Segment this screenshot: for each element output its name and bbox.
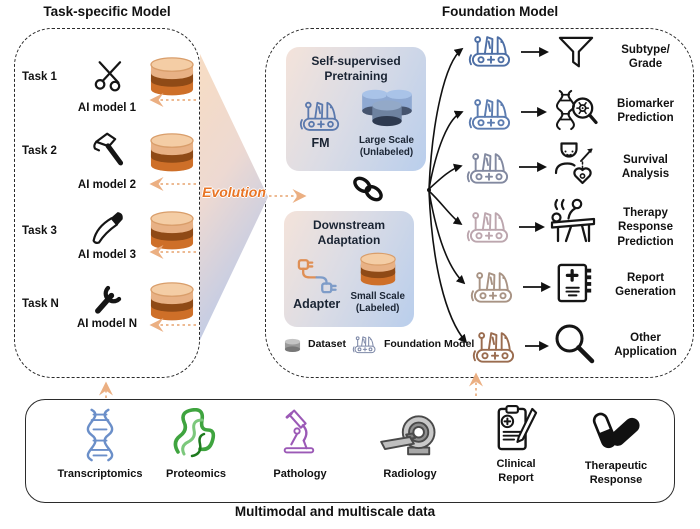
dataset-legend-label: Dataset bbox=[308, 338, 346, 350]
dataset-icon bbox=[146, 55, 198, 99]
dataset-icon bbox=[146, 280, 198, 324]
ai-model-2-label: AI model 2 bbox=[77, 179, 137, 191]
medical-report-icon bbox=[555, 261, 595, 305]
ai-model-3-label: AI model 3 bbox=[77, 249, 137, 261]
task-3-label: Task 3 bbox=[22, 225, 57, 237]
modality-label: Radiology bbox=[383, 468, 437, 480]
foundation-model-legend-icon bbox=[352, 333, 378, 355]
ai-model-n-label: AI model N bbox=[76, 318, 138, 330]
foundation-model-icon bbox=[464, 147, 514, 187]
left-panel-title: Task-specific Model bbox=[43, 4, 171, 19]
modality-label: Clinical Report bbox=[496, 458, 536, 484]
modality-label: Transcriptomics bbox=[57, 468, 143, 480]
therapy-table-icon bbox=[549, 197, 597, 243]
task-2-label: Task 2 bbox=[22, 145, 57, 157]
task-specific-panel bbox=[14, 28, 200, 378]
application-label: Survival Analysis bbox=[621, 154, 670, 181]
large-scale-dataset-icon bbox=[359, 87, 415, 133]
dataset-icon bbox=[146, 131, 198, 175]
hammer-icon bbox=[90, 130, 126, 168]
adaptation-box: Downstream Adaptation Adapter Small Scal… bbox=[284, 211, 414, 327]
right-panel-title: Foundation Model bbox=[441, 4, 559, 19]
adapter-icon bbox=[296, 255, 338, 295]
task-1-label: Task 1 bbox=[22, 71, 57, 83]
modality-label: Pathology bbox=[273, 468, 327, 480]
multimodal-data-panel bbox=[25, 399, 675, 503]
application-label: Therapy Response Prediction bbox=[617, 207, 674, 248]
application-label: Report Generation bbox=[615, 272, 676, 299]
dna-icon bbox=[84, 408, 116, 462]
wrench-icon bbox=[91, 281, 125, 317]
adapter-label: Adapter bbox=[293, 296, 341, 311]
adaptation-title: Downstream Adaptation bbox=[312, 218, 386, 247]
microscope-icon bbox=[278, 406, 318, 458]
knife-icon bbox=[90, 210, 126, 248]
application-label: Subtype/ Grade bbox=[621, 44, 670, 71]
small-scale-label: Small Scale (Labeled) bbox=[350, 291, 405, 314]
bottom-caption: Multimodal and multiscale data bbox=[234, 504, 436, 519]
evolution-label: Evolution bbox=[202, 184, 266, 200]
dna-magnifier-icon bbox=[551, 89, 599, 131]
foundation-model-icon bbox=[464, 206, 514, 246]
pretraining-title: Self-supervised Pretraining bbox=[311, 54, 401, 83]
application-label: Biomarker Prediction bbox=[617, 98, 674, 125]
clinical-report-icon bbox=[494, 404, 538, 454]
pretraining-box: Self-supervised Pretraining FM Large Sca… bbox=[286, 47, 426, 171]
small-scale-dataset-icon bbox=[356, 251, 400, 289]
foundation-model-icon bbox=[298, 96, 344, 134]
modality-label: Proteomics bbox=[166, 468, 226, 480]
foundation-model-legend-label: Foundation Model bbox=[383, 338, 475, 350]
application-label: Other Application bbox=[614, 332, 677, 359]
foundation-model-icon bbox=[470, 326, 520, 366]
ai-model-1-label: AI model 1 bbox=[77, 102, 137, 114]
pills-icon bbox=[589, 408, 643, 456]
funnel-icon bbox=[557, 36, 595, 72]
large-scale-label: Large Scale (Unlabeled) bbox=[358, 135, 414, 158]
patient-heart-icon bbox=[551, 140, 597, 186]
modality-label: Therapeutic Response bbox=[584, 460, 648, 486]
foundation-model-icon bbox=[466, 93, 516, 133]
dataset-icon bbox=[146, 209, 198, 253]
mri-scanner-icon bbox=[377, 412, 443, 462]
fm-label: FM bbox=[311, 135, 330, 150]
protein-icon bbox=[170, 408, 216, 460]
legend: Dataset Foundation Model bbox=[283, 333, 474, 355]
dataset-legend-icon bbox=[283, 336, 302, 353]
foundation-model-icon bbox=[468, 266, 518, 306]
scissors-icon bbox=[92, 57, 126, 93]
magnifier-icon bbox=[553, 322, 595, 364]
foundation-model-icon bbox=[466, 30, 516, 70]
task-n-label: Task N bbox=[22, 298, 59, 310]
